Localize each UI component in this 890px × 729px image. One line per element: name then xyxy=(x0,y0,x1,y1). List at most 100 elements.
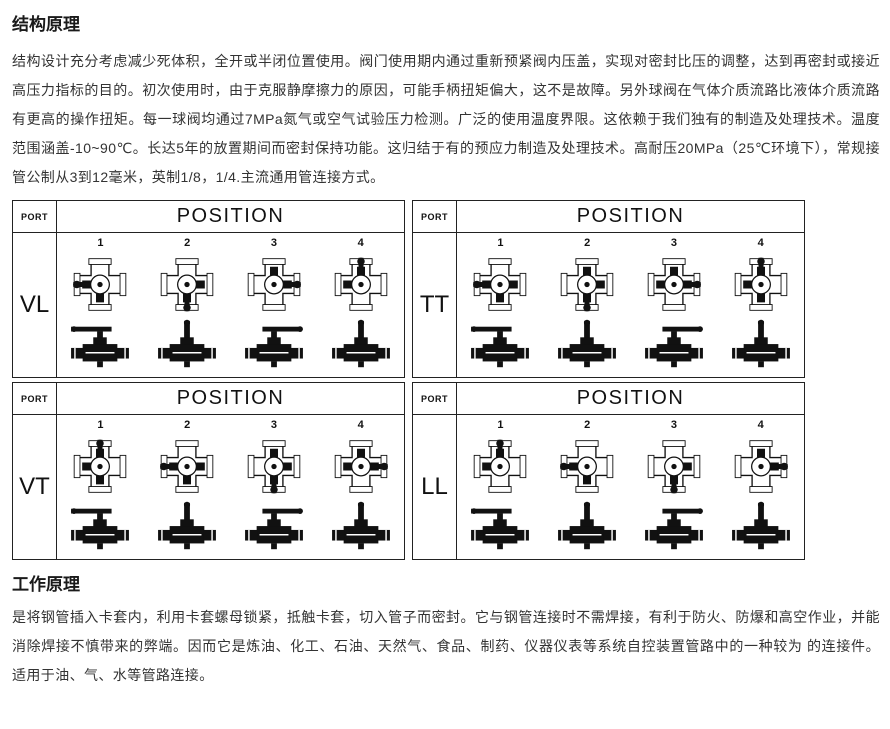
port-header-label: PORT xyxy=(413,383,457,415)
valve-type-label: LL xyxy=(413,415,457,559)
panel-main: 1 2 3 4 xyxy=(57,233,404,377)
valve-sideview-VL-pos2 xyxy=(158,319,217,368)
position-number-2: 2 xyxy=(584,419,591,431)
valve-schematic-VL-pos1 xyxy=(73,257,127,311)
valve-schematic-LL-pos1 xyxy=(474,439,527,493)
valve-diagram-grid xyxy=(457,253,804,377)
valve-side-view-cell xyxy=(144,315,231,377)
valve-diagram-grid xyxy=(57,253,404,377)
valve-sideview-VL-pos1 xyxy=(71,326,130,368)
port-header-label: PORT xyxy=(413,201,457,233)
valve-type-label: VL xyxy=(13,233,57,377)
position-number-4: 4 xyxy=(357,237,364,249)
valve-sideview-LL-pos4 xyxy=(731,501,790,550)
valve-sideview-VL-pos4 xyxy=(331,319,390,368)
valve-schematic-VT-pos2 xyxy=(160,439,214,493)
position-number-3: 3 xyxy=(270,237,277,249)
valve-type-label: VT xyxy=(13,415,57,559)
position-number-2: 2 xyxy=(184,419,191,431)
position-header-label: POSITION xyxy=(457,201,804,233)
position-header-label: POSITION xyxy=(57,201,404,233)
position-number-3: 3 xyxy=(270,419,277,431)
valve-side-view-cell xyxy=(544,497,631,559)
valve-schematic-LL-pos2 xyxy=(560,439,614,493)
valve-schematic-LL-pos4 xyxy=(734,439,788,493)
valve-top-view-cell xyxy=(317,435,404,497)
valve-side-view-cell xyxy=(317,315,404,377)
valve-sideview-TT-pos3 xyxy=(644,326,703,368)
valve-side-view-cell xyxy=(717,315,804,377)
position-number-1: 1 xyxy=(497,237,504,249)
valve-schematic-VL-pos4 xyxy=(334,257,387,311)
document-page: 结构原理 结构设计充分考虑减少死体积，全开或半闭位置使用。阀门使用期内通过重新预… xyxy=(12,15,880,683)
valve-top-view-cell xyxy=(717,435,804,497)
valve-diagram-grid xyxy=(57,435,404,559)
valve-schematic-VL-pos3 xyxy=(247,257,301,311)
valve-side-view-cell xyxy=(317,497,404,559)
valve-side-view-cell xyxy=(231,315,318,377)
section-title-working: 工作原理 xyxy=(12,575,80,594)
position-number-1: 1 xyxy=(97,237,104,249)
valve-sideview-VT-pos3 xyxy=(244,508,303,550)
valve-side-view-cell xyxy=(544,315,631,377)
position-number-row: 1 2 3 4 xyxy=(57,233,404,253)
valve-top-view-cell xyxy=(231,253,318,315)
position-number-4: 4 xyxy=(357,419,364,431)
valve-schematic-LL-pos3 xyxy=(647,439,701,493)
port-header-label: PORT xyxy=(13,201,57,233)
valve-side-view-cell xyxy=(457,497,544,559)
panel-main: 1 2 3 4 xyxy=(57,415,404,559)
valve-schematic-TT-pos3 xyxy=(647,257,701,311)
valve-diagram-grid xyxy=(457,435,804,559)
position-header-label: POSITION xyxy=(457,383,804,415)
valve-side-view-cell xyxy=(57,315,144,377)
valve-side-view-cell xyxy=(717,497,804,559)
valve-top-view-cell xyxy=(544,253,631,315)
valve-sideview-LL-pos3 xyxy=(644,508,703,550)
valve-sideview-LL-pos1 xyxy=(471,508,530,550)
valve-sideview-TT-pos4 xyxy=(731,319,790,368)
position-header-label: POSITION xyxy=(57,383,404,415)
valve-schematic-TT-pos2 xyxy=(560,257,614,311)
valve-top-view-cell xyxy=(717,253,804,315)
valve-top-view-cell xyxy=(544,435,631,497)
structure-paragraph: 结构设计充分考虑减少死体积，全开或半闭位置使用。阀门使用期内通过重新预紧阀内压盖… xyxy=(12,53,880,185)
position-number-1: 1 xyxy=(497,419,504,431)
valve-schematic-VL-pos2 xyxy=(160,257,214,311)
valve-sideview-VT-pos4 xyxy=(331,501,390,550)
valve-sideview-LL-pos2 xyxy=(558,501,617,550)
position-number-3: 3 xyxy=(670,237,677,249)
position-number-1: 1 xyxy=(97,419,104,431)
valve-top-view-cell xyxy=(457,253,544,315)
working-paragraph: 是将钢管插入卡套内，利用卡套螺母锁紧，抵触卡套，切入管子而密封。它与钢管连接时不… xyxy=(12,609,880,683)
valve-sideview-TT-pos1 xyxy=(471,326,530,368)
valve-sideview-VT-pos1 xyxy=(71,508,130,550)
valve-side-view-cell xyxy=(631,497,718,559)
position-number-3: 3 xyxy=(670,419,677,431)
valve-top-view-cell xyxy=(631,435,718,497)
valve-schematic-VT-pos4 xyxy=(334,439,388,493)
position-number-2: 2 xyxy=(184,237,191,249)
valve-type-label: TT xyxy=(413,233,457,377)
valve-top-view-cell xyxy=(144,253,231,315)
valve-schematic-TT-pos4 xyxy=(734,257,787,311)
valve-side-view-cell xyxy=(631,315,718,377)
valve-sideview-TT-pos2 xyxy=(558,319,617,368)
valve-top-view-cell xyxy=(57,435,144,497)
valve-side-view-cell xyxy=(457,315,544,377)
valve-top-view-cell xyxy=(457,435,544,497)
position-number-row: 1 2 3 4 xyxy=(57,415,404,435)
position-number-2: 2 xyxy=(584,237,591,249)
valve-top-view-cell xyxy=(317,253,404,315)
valve-schematic-VT-pos1 xyxy=(74,439,127,493)
valve-side-view-cell xyxy=(231,497,318,559)
